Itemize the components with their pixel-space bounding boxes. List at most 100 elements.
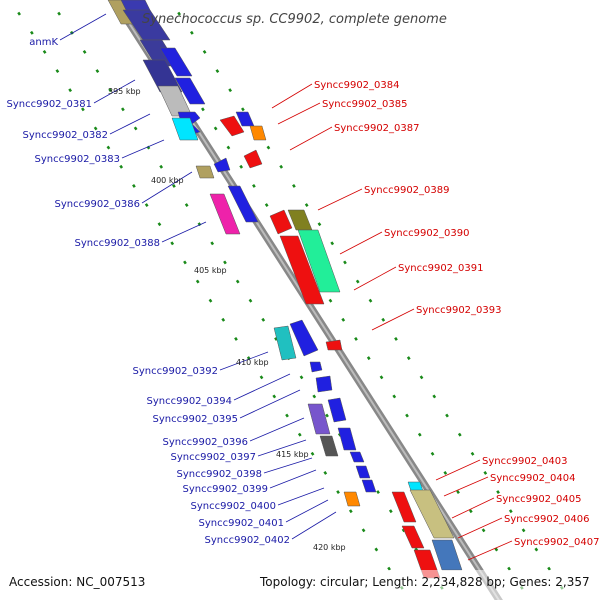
gene-label-syncc9902-0393[interactable]: Syncc9902_0393 <box>416 305 502 316</box>
gene-syncc9902-0389 <box>269 209 293 235</box>
leader-syncc9902-0387 <box>289 126 333 151</box>
leader-syncc9902-0399 <box>269 469 317 489</box>
leader-syncc9902-0392 <box>219 351 269 371</box>
footer-backdrop <box>0 570 600 600</box>
tick-label: 415 kbp <box>276 450 309 459</box>
gene-label-syncc9902-0401[interactable]: Syncc9902_0401 <box>199 518 285 529</box>
gene-syncc9902-0396 <box>307 403 331 435</box>
gene-syncc9902-0383 <box>171 117 199 141</box>
gene-syncc9902-0398 <box>319 435 339 457</box>
leader-syncc9902-0402 <box>291 511 337 540</box>
leader-syncc9902-0395 <box>239 389 301 419</box>
leader-syncc9902-0389 <box>317 188 363 211</box>
gene-syncc9902-0393 <box>325 339 343 351</box>
leader-syncc9902-0381 <box>93 79 136 104</box>
gene-forward-d <box>213 157 231 173</box>
gene-forward-e <box>227 185 259 223</box>
leader-syncc9902-0397 <box>257 439 307 457</box>
gene-syncc9902-0407 <box>431 539 463 571</box>
gene-syncc9902-0390 <box>297 229 341 293</box>
leader-anmK <box>59 13 107 41</box>
gene-syncc9902-0384 <box>219 115 245 137</box>
gene-reverse-a <box>243 149 263 169</box>
gene-label-syncc9902-0395[interactable]: Syncc9902_0395 <box>153 414 239 425</box>
gene-syncc9902-0394 <box>309 361 323 373</box>
leader-syncc9902-0403 <box>435 459 481 481</box>
gene-label-syncc9902-0405[interactable]: Syncc9902_0405 <box>496 494 582 505</box>
gene-syncc9902-0395 <box>315 375 333 393</box>
gene-label-syncc9902-0406[interactable]: Syncc9902_0406 <box>504 514 590 525</box>
gene-label-anmK[interactable]: anmK <box>29 37 58 48</box>
gene-label-syncc9902-0388[interactable]: Syncc9902_0388 <box>75 238 161 249</box>
leader-syncc9902-0390 <box>339 231 383 255</box>
gene-forward-a <box>159 47 193 77</box>
gene-label-syncc9902-0382[interactable]: Syncc9902_0382 <box>23 130 109 141</box>
gene-block-dark <box>142 59 183 93</box>
tick-label: 420 kbp <box>313 543 346 552</box>
leader-syncc9902-0386 <box>141 171 193 204</box>
leader-syncc9902-0384 <box>271 83 313 109</box>
leader-syncc9902-0385 <box>277 102 321 125</box>
gene-syncc9902-0387 <box>249 125 267 141</box>
leader-syncc9902-0398 <box>263 457 313 474</box>
gene-label-syncc9902-0381[interactable]: Syncc9902_0381 <box>7 99 93 110</box>
left-gene-labels: anmK Syncc9902_0381 Syncc9902_0382 Syncc… <box>7 37 291 546</box>
leader-syncc9902-0393 <box>371 308 415 331</box>
right-leader-lines <box>271 83 513 561</box>
leader-syncc9902-0388 <box>161 221 207 243</box>
gene-label-syncc9902-0402[interactable]: Syncc9902_0402 <box>205 535 291 546</box>
gene-label-syncc9902-0399[interactable]: Syncc9902_0399 <box>183 484 269 495</box>
gene-syncc9902-0403 <box>391 491 417 523</box>
left-leader-lines <box>59 13 337 540</box>
leader-syncc9902-0383 <box>121 139 165 159</box>
gene-label-syncc9902-0390[interactable]: Syncc9902_0390 <box>384 228 470 239</box>
gene-syncc9902-0400 <box>355 465 371 479</box>
gene-label-syncc9902-0389[interactable]: Syncc9902_0389 <box>364 185 450 196</box>
leader-syncc9902-0404 <box>443 476 489 497</box>
leader-syncc9902-0405 <box>451 497 495 519</box>
gene-forward-f <box>289 319 319 357</box>
gene-label-syncc9902-0403[interactable]: Syncc9902_0403 <box>482 456 568 467</box>
forward-genes <box>107 0 377 507</box>
gene-label-syncc9902-0397[interactable]: Syncc9902_0397 <box>171 452 257 463</box>
gene-forward-g <box>327 397 347 423</box>
tick-label: 410 kbp <box>236 358 269 367</box>
right-gene-labels: Syncc9902_0384 Syncc9902_0385 Syncc9902_… <box>314 80 600 548</box>
gene-label-syncc9902-0396[interactable]: Syncc9902_0396 <box>163 437 249 448</box>
gene-label-syncc9902-0394[interactable]: Syncc9902_0394 <box>147 396 233 407</box>
accession-text: Accession: NC_007513 <box>9 575 145 589</box>
gene-syncc9902-0388 <box>209 193 241 235</box>
gene-label-syncc9902-0387[interactable]: Syncc9902_0387 <box>334 123 420 134</box>
leader-syncc9902-0401 <box>285 499 329 523</box>
tick-label: 405 kbp <box>194 266 227 275</box>
gene-syncc9902-0381-region <box>122 9 171 41</box>
topology-text: Topology: circular; Length: 2,234,828 bp… <box>259 575 590 589</box>
leader-syncc9902-0406 <box>457 517 503 539</box>
gene-label-syncc9902-0392[interactable]: Syncc9902_0392 <box>133 366 219 377</box>
gene-label-syncc9902-0398[interactable]: Syncc9902_0398 <box>177 469 263 480</box>
gene-label-syncc9902-0384[interactable]: Syncc9902_0384 <box>314 80 400 91</box>
gene-label-syncc9902-0400[interactable]: Syncc9902_0400 <box>191 501 277 512</box>
gene-syncc9902-0401 <box>361 479 377 493</box>
gene-syncc9902-0399 <box>349 451 365 463</box>
genome-title: Synechococcus sp. CC9902, complete genom… <box>142 12 447 27</box>
gene-syncc9902-0405 <box>409 489 455 539</box>
reverse-genes <box>219 111 463 579</box>
gene-label-syncc9902-0407[interactable]: Syncc9902_0407 <box>514 537 600 548</box>
gene-syncc9902-0386-a <box>195 165 215 179</box>
tick-label: 395 kbp <box>108 87 141 96</box>
kbp-tick-labels: 395 kbp 400 kbp 405 kbp 410 kbp 415 kbp … <box>108 87 346 552</box>
gene-label-syncc9902-0391[interactable]: Syncc9902_0391 <box>398 263 484 274</box>
gene-syncc9902-0392 <box>273 325 297 361</box>
gene-label-syncc9902-0404[interactable]: Syncc9902_0404 <box>490 473 576 484</box>
gene-label-syncc9902-0386[interactable]: Syncc9902_0386 <box>55 199 141 210</box>
gene-label-syncc9902-0385[interactable]: Syncc9902_0385 <box>322 99 408 110</box>
gene-label-syncc9902-0383[interactable]: Syncc9902_0383 <box>35 154 121 165</box>
leader-syncc9902-0394 <box>233 373 291 401</box>
gene-syncc9902-0391 <box>279 235 325 305</box>
tick-label: 400 kbp <box>151 176 184 185</box>
gene-forward-b <box>174 77 206 105</box>
gene-syncc9902-0406 <box>401 525 425 549</box>
